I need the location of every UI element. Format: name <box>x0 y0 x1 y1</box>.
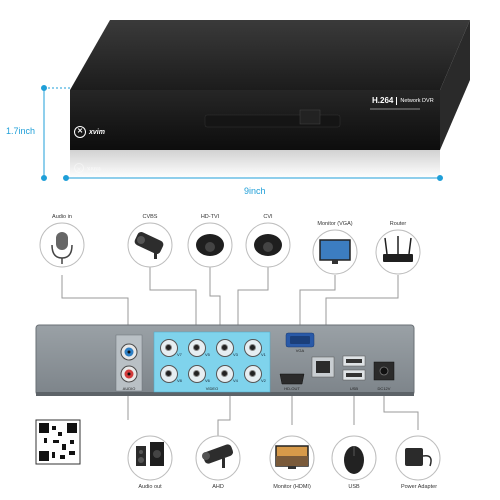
dvr-reflection <box>70 150 440 178</box>
usb-ports <box>342 355 366 381</box>
usb-mouse-icon <box>331 435 377 481</box>
ahd-camera-icon <box>195 435 241 481</box>
label-monitor-vga: Monitor (VGA) <box>317 221 353 227</box>
cvbs-camera-icon <box>127 222 173 268</box>
label-cvi: CVI <box>263 214 273 220</box>
bnc-connector-core <box>165 344 172 351</box>
bnc-connector <box>160 339 178 357</box>
rear-dc-label: DC12V <box>377 386 391 391</box>
cvi-dome-camera-icon <box>245 222 291 268</box>
lan-port <box>311 356 335 378</box>
bnc-channel-label: V4 <box>233 378 238 383</box>
bnc-connector-core <box>193 370 200 377</box>
dc-power-port <box>373 361 395 381</box>
height-dimension-label: 1.7inch <box>6 126 36 136</box>
bnc-channel-label: V6 <box>205 378 210 383</box>
label-ahd: AHD <box>212 484 224 490</box>
label-usb: USB <box>348 484 360 490</box>
codec-label: H.264 <box>372 96 394 105</box>
bnc-connector <box>244 339 262 357</box>
codec-badge: H.264 Network DVR <box>372 96 434 105</box>
speaker-icon <box>127 435 173 481</box>
bnc-connector <box>216 339 234 357</box>
rear-audio-label: AUDIO <box>122 386 136 391</box>
audio-jacks <box>115 334 143 392</box>
brand-name: xvim <box>89 128 105 136</box>
bnc-connector-core <box>193 344 200 351</box>
rear-usb-label: USB <box>349 386 359 391</box>
monitor-hdmi-icon <box>269 435 315 481</box>
bnc-channel-label: V1 <box>261 352 266 357</box>
label-hd-tvi: HD-TVI <box>200 214 220 220</box>
badge-divider <box>396 96 398 105</box>
bnc-channel-label: V2 <box>261 378 266 383</box>
router-icon <box>375 229 421 275</box>
bnc-connector <box>188 339 206 357</box>
microphone-icon <box>39 222 85 268</box>
bnc-channel-label: V3 <box>233 352 238 357</box>
hd-tvi-dome-camera-icon <box>187 222 233 268</box>
bnc-connector <box>188 365 206 383</box>
reflection-brand-name: xvim <box>87 165 101 171</box>
bnc-connector <box>244 365 262 383</box>
bnc-channel-label: V8 <box>177 378 182 383</box>
vga-port <box>285 332 315 348</box>
monitor-vga-icon <box>312 229 358 275</box>
label-audio-in: Audio in <box>52 214 72 220</box>
bnc-channel-label: V5 <box>205 352 210 357</box>
height-dimension-arrow <box>41 85 70 181</box>
width-dimension-label: 9inch <box>244 186 266 196</box>
dvr-front-face <box>70 20 470 150</box>
bnc-connector <box>160 365 178 383</box>
bnc-connector-core <box>165 370 172 377</box>
qr-code <box>35 419 81 465</box>
width-dimension-arrow <box>63 175 443 181</box>
brand-logo-mark: ✕ <box>74 126 86 138</box>
hdmi-port <box>279 373 305 385</box>
label-audio-out: Audio out <box>138 484 162 490</box>
reflection-logo-mark: ✕ <box>74 163 84 173</box>
bnc-connector <box>216 365 234 383</box>
dvr-top-surface <box>70 20 470 90</box>
bnc-connector-core <box>249 344 256 351</box>
label-power-adapter: Power Adapter <box>400 484 438 490</box>
label-router: Router <box>389 221 407 227</box>
reflection-brand: ✕ xvim <box>74 163 101 173</box>
dvr-type-label: Network DVR <box>400 97 434 104</box>
bnc-connector-core <box>221 344 228 351</box>
label-cvbs: CVBS <box>142 214 158 220</box>
bnc-connector-core <box>249 370 256 377</box>
bnc-channel-label: V7 <box>177 352 182 357</box>
bnc-connector-core <box>221 370 228 377</box>
rear-hdmi-label: HD-OUT <box>284 386 300 391</box>
label-monitor-hdmi: Monitor (HDMI) <box>273 484 311 490</box>
brand-logo: ✕ xvim <box>74 126 105 138</box>
rear-vga-label: VGA <box>295 348 305 353</box>
power-adapter-icon <box>395 435 441 481</box>
rear-video-label: VIDEO <box>205 386 219 391</box>
